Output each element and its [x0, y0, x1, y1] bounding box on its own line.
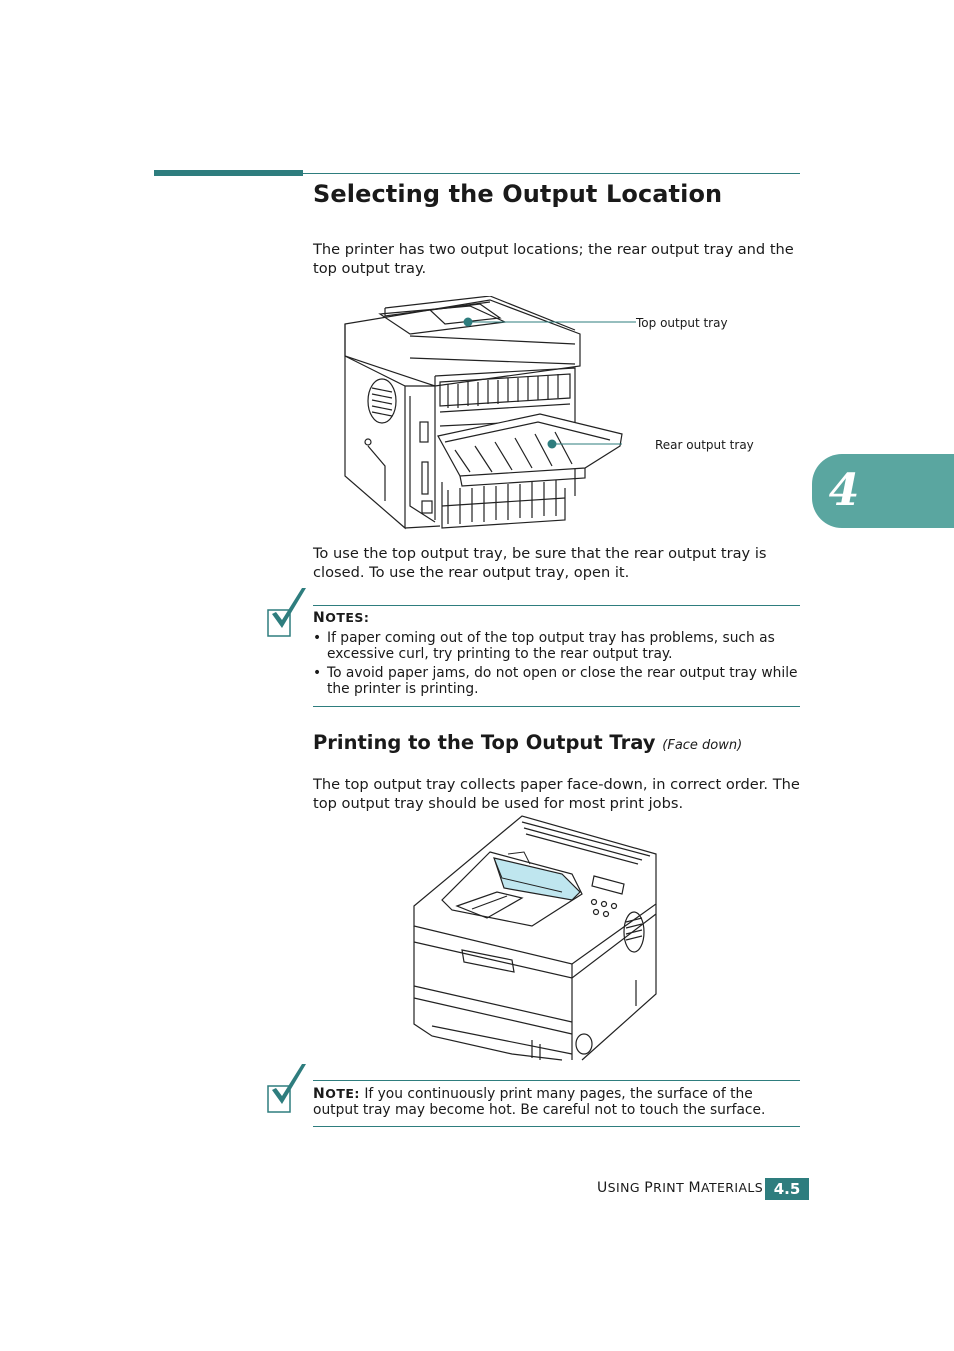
subsection-title: Printing to the Top Output Tray (Face do…: [313, 731, 743, 754]
notes-heading: NOTES:: [313, 610, 370, 626]
notes-bottom-rule: [313, 706, 800, 707]
callout-rear-output-tray: Rear output tray: [655, 438, 754, 452]
section-rule-thin: [303, 173, 800, 174]
list-item: •If paper coming out of the top output t…: [313, 630, 775, 662]
footer-chapter-label: USING PRINT MATERIALS: [597, 1180, 764, 1196]
notes-list: •If paper coming out of the top output t…: [313, 630, 800, 700]
section-rule-thick: [154, 170, 303, 176]
callout-top-output-tray: Top output tray: [636, 316, 728, 330]
note2-bottom-rule: [313, 1126, 800, 1127]
subsection-paragraph: The top output tray collects paper face-…: [313, 776, 800, 812]
checkmark-icon: [267, 588, 306, 637]
chapter-tab: [812, 454, 954, 528]
note2-top-rule: [313, 1080, 800, 1081]
notes-top-rule: [313, 605, 800, 606]
note2-text: NOTE: If you continuously print many pag…: [313, 1086, 766, 1118]
section-title: Selecting the Output Location: [313, 180, 723, 208]
printer-rear-illustration: [344, 296, 636, 530]
after-figure-paragraph: To use the top output tray, be sure that…: [313, 545, 767, 581]
printer-top-illustration: [413, 815, 657, 1061]
chapter-number: 4: [828, 465, 860, 516]
intro-paragraph: The printer has two output locations; th…: [313, 241, 794, 277]
checkmark-icon: [267, 1064, 306, 1113]
page-number: 4.5: [765, 1178, 809, 1200]
list-item: •To avoid paper jams, do not open or clo…: [313, 665, 798, 697]
